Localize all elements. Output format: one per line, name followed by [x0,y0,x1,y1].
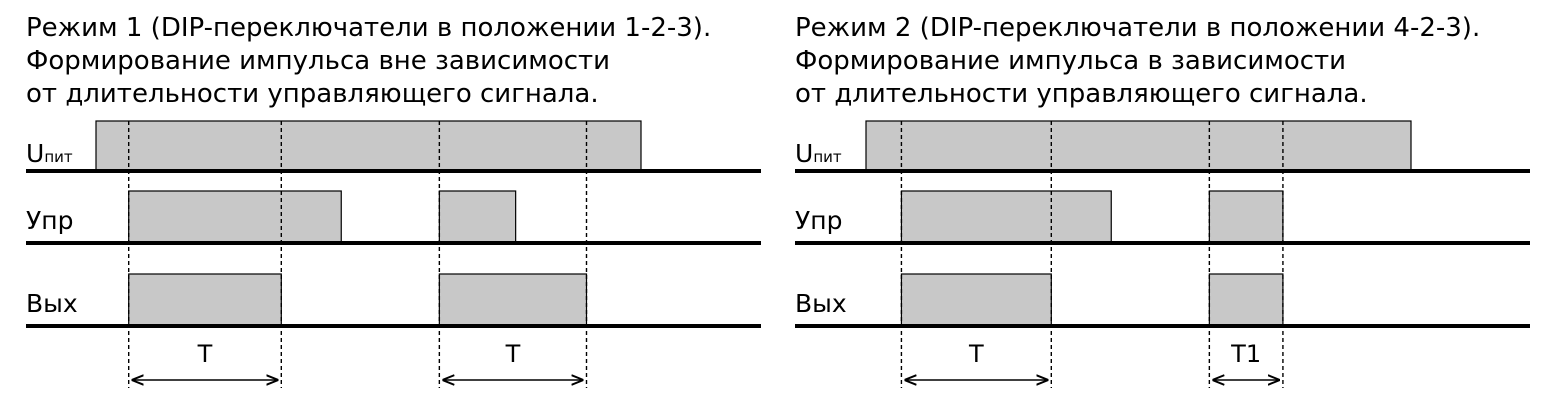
mode-2-title-line-3: от длительности управляющего сигнала. [795,79,1368,109]
mode-2-output-pulse-1 [900,273,1052,327]
mode-1-interval-label-2: T [505,340,521,368]
mode-1-supply-pulse-1 [95,120,642,172]
mode-2-title-line-2: Формирование импульса в зависимости [795,46,1347,76]
mode-1-control-pulse-1 [128,190,342,244]
mode-2-supply-label: Uпит [795,139,842,168]
mode-2-control-pulse-1 [900,190,1112,244]
mode-2-supply-pulse-1 [865,120,1412,172]
mode-2-control-label: Упр [795,206,843,235]
mode-2-output-pulse-2 [1208,273,1284,327]
mode-2-control-pulse-2 [1208,190,1284,244]
mode-1-output-label: Вых [26,289,78,318]
mode-1-supply-label: Uпит [26,139,73,168]
mode-1-interval-label-1: T [197,340,213,368]
mode-1-output-pulse-2 [438,273,588,327]
mode-1-title: Режим 1 (DIP-переключатели в положении 1… [26,12,711,111]
mode-1-panel: Режим 1 (DIP-переключатели в положении 1… [26,0,786,401]
mode-2-timing-diagram: T T1 [795,120,1530,388]
mode-1-output-pulse-1 [128,273,282,327]
mode-1-title-line-2: Формирование импульса вне зависимости [26,46,611,76]
mode-2-interval-label-1: T [968,340,984,368]
mode-1-control-label: Упр [26,206,74,235]
mode-1-control-pulse-2 [438,190,517,244]
mode-2-interval-label-2: T1 [1230,340,1261,368]
mode-2-title: Режим 2 (DIP-переключатели в положении 4… [795,12,1480,111]
mode-2-title-line-1: Режим 2 (DIP-переключатели в положении 4… [795,13,1481,43]
mode-1-title-line-3: от длительности управляющего сигнала. [26,79,599,109]
mode-2-output-label: Вых [795,289,847,318]
mode-1-title-line-1: Режим 1 (DIP-переключатели в положении 1… [26,13,712,43]
mode-2-panel: Режим 2 (DIP-переключатели в положении 4… [795,0,1555,401]
